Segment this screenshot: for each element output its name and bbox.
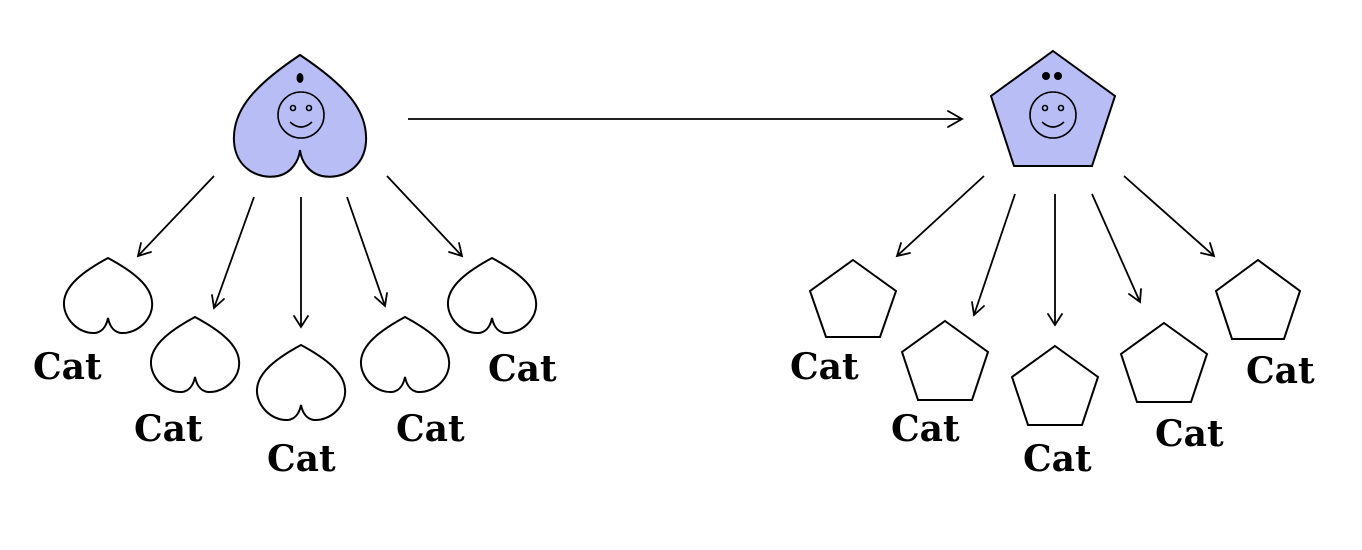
- left-children: [62, 256, 538, 422]
- child-label: Cat: [1246, 350, 1315, 392]
- child-heart-icon: [255, 343, 347, 422]
- child-label: Cat: [1155, 413, 1224, 455]
- arrow-down-left-icon: [895, 175, 985, 258]
- child-heart-icon: [149, 315, 241, 394]
- child-label: Cat: [488, 348, 557, 390]
- child-label: Cat: [33, 346, 102, 388]
- smiley-face-icon: [1029, 91, 1077, 139]
- child-pentagon-icon: [900, 319, 990, 401]
- child-label: Cat: [1023, 438, 1092, 480]
- left-labels: Cat Cat Cat Cat Cat: [33, 346, 557, 480]
- arrow-down-icon: [1091, 193, 1142, 304]
- parent-mark-dot: [1042, 72, 1050, 80]
- arrow-down-icon: [293, 197, 309, 329]
- left-parent-heart: [232, 53, 368, 178]
- right-tree: Cat Cat Cat Cat Cat: [790, 49, 1315, 480]
- parent-mark-dot: [296, 73, 304, 83]
- left-tree: Cat Cat Cat Cat Cat: [33, 53, 557, 480]
- parent-pentagon-shape: [989, 49, 1117, 167]
- right-labels: Cat Cat Cat Cat Cat: [790, 346, 1315, 480]
- arrow-down-icon: [346, 196, 388, 308]
- arrow-down-left-icon: [136, 175, 215, 258]
- arrow-down-right-icon: [386, 175, 464, 258]
- arrow-down-icon: [211, 196, 255, 310]
- child-pentagon-icon: [1214, 258, 1302, 340]
- child-heart-icon: [62, 256, 154, 335]
- child-pentagon-icon: [1010, 344, 1100, 426]
- child-label: Cat: [790, 346, 859, 388]
- child-label: Cat: [891, 408, 960, 450]
- arrow-down-icon: [971, 193, 1016, 317]
- arrow-down-icon: [1047, 194, 1063, 327]
- arrow-right-icon: [408, 110, 964, 128]
- smiley-face-icon: [277, 91, 325, 139]
- right-parent-pentagon: [989, 49, 1117, 167]
- child-label: Cat: [134, 408, 203, 450]
- parent-heart-shape: [232, 53, 368, 178]
- arrow-down-right-icon: [1123, 175, 1216, 258]
- child-label: Cat: [396, 408, 465, 450]
- child-heart-icon: [359, 315, 451, 394]
- child-pentagon-icon: [808, 258, 898, 338]
- right-children: [808, 258, 1302, 426]
- child-label: Cat: [267, 438, 336, 480]
- child-pentagon-icon: [1119, 321, 1209, 403]
- child-heart-icon: [446, 256, 538, 335]
- parent-mark-dot: [1054, 72, 1062, 80]
- right-arrows: [895, 175, 1216, 327]
- left-arrows: [136, 175, 464, 329]
